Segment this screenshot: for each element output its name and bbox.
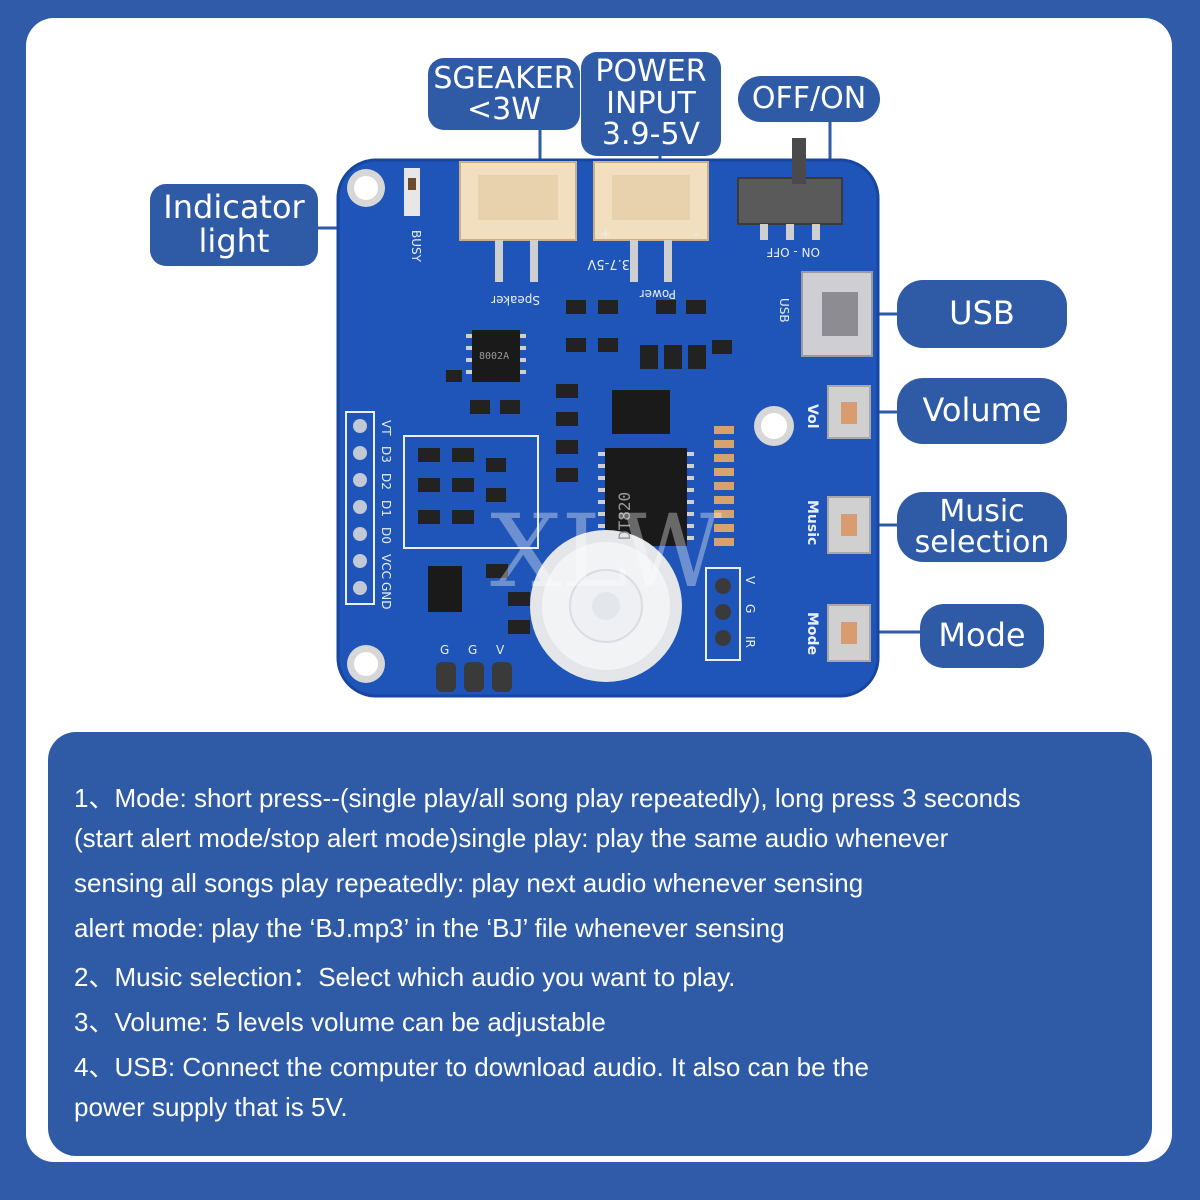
switch-callout-text: OFF/ON (751, 81, 867, 117)
description-line-2: (start alert mode/stop alert mode)single… (74, 823, 949, 853)
speaker-callout-line1: SGEAKER (433, 60, 575, 96)
pin-label-bottom-g2: G (468, 643, 477, 657)
power-callout-line1: POWER (595, 54, 707, 89)
pin-label-d1: D1 (379, 500, 393, 517)
chip-dt820-label: DT820 (615, 492, 634, 540)
left-header (345, 411, 375, 605)
chips (428, 330, 687, 612)
pir-lens (530, 530, 682, 682)
silk-voltage: 3.7-5V (587, 256, 630, 271)
indicator-callout-line2: light (198, 222, 270, 260)
volume-callout-text: Volume (922, 391, 1042, 430)
pin-label-bottom-g1: G (440, 643, 449, 657)
pin-label-vt: VT (379, 420, 393, 436)
usb-callout-text: USB (949, 294, 1015, 333)
power-connector (593, 161, 709, 282)
speaker-connector (459, 161, 577, 282)
usb-callout: USB (897, 280, 1067, 348)
chip-8002-label: 8002A (479, 351, 509, 362)
bottom-header (436, 662, 512, 692)
description-line-1: 1、Mode: short press--(single play/all so… (74, 783, 1021, 813)
pin-label-d2: D2 (379, 473, 393, 490)
mode-callout: Mode (920, 604, 1044, 668)
description-line-6: 3、Volume: 5 levels volume can be adjusta… (74, 1007, 606, 1037)
description-line-3: sensing all songs play repeatedly: play … (74, 868, 864, 898)
silk-power: Power (640, 287, 676, 301)
power-callout-line2: INPUT (606, 85, 696, 121)
switch-callout: OFF/ON (738, 76, 880, 122)
indicator-callout-line1: Indicator (163, 188, 305, 227)
silk-music: Music (804, 500, 820, 545)
silk-busy: BUSY (409, 230, 423, 263)
description-line-5: 2、Music selection：Select which audio you… (74, 962, 736, 992)
description-line-8: power supply that is 5V. (74, 1092, 348, 1122)
pin-label-bottom-v: V (496, 643, 505, 657)
tact-buttons (827, 385, 871, 662)
pin-label-ir-v: V (743, 576, 757, 585)
pcb-board (338, 160, 878, 696)
pin-label-ir: IR (743, 636, 757, 648)
silk-on-off: ON - OFF (766, 245, 820, 259)
silk-mode: Mode (804, 612, 820, 655)
mounting-holes (347, 169, 794, 683)
description-panel: 1、Mode: short press--(single play/all so… (48, 732, 1152, 1156)
pin-label-d3: D3 (379, 446, 393, 463)
pin-label-vcc: VCC (379, 554, 393, 579)
silk-plus: + (600, 227, 611, 242)
silk-minus: - (694, 227, 699, 242)
indicator-led (404, 168, 420, 216)
pin-label-d0: D0 (379, 527, 393, 544)
slide-switch (737, 138, 843, 240)
description-line-7: 4、USB: Connect the computer to download … (74, 1052, 869, 1082)
speaker-callout: SGEAKER<3W (428, 58, 580, 130)
silk-speaker: Speaker (491, 293, 540, 307)
mode-callout-text: Mode (938, 616, 1026, 655)
board-illustration: BUSY Speaker 3.7-5V + - Power ON - OFF U… (318, 120, 920, 698)
pin-label-gnd: GND (379, 582, 393, 610)
music-callout-line1: Music (939, 493, 1025, 529)
power-callout-line3: 3.9-5V (601, 117, 701, 152)
silk-vol: Vol (804, 404, 820, 429)
silk-usb: USB (777, 298, 791, 323)
volume-callout: Volume (897, 378, 1067, 444)
ir-header (705, 567, 741, 661)
speaker-callout-line2: <3W (467, 92, 541, 127)
music-callout-line2: selection (914, 525, 1050, 560)
watermark-text: XLW (490, 493, 722, 610)
usb-port (801, 271, 873, 357)
description-line-4: alert mode: play the ‘BJ.mp3’ in the ‘BJ… (74, 913, 785, 943)
pin-label-ir-g: G (743, 604, 757, 613)
